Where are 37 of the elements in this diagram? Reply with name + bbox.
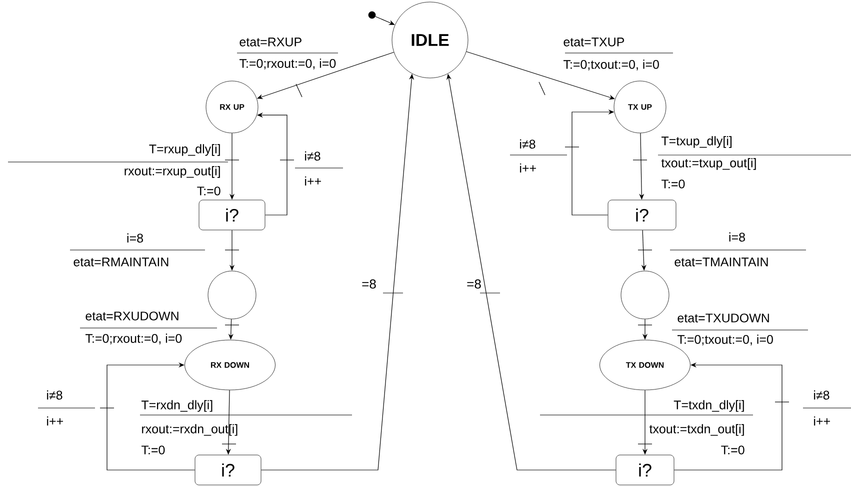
transition-label: etat=RXUDOWN — [86, 312, 178, 320]
transition-label: T:=0;rxout:=0, i=0 — [240, 58, 336, 70]
transition-label: txout:=txup_out[i] — [661, 158, 756, 170]
transition-label: txout:=txdn_out[i] — [649, 424, 744, 436]
decision-box: i? — [198, 200, 266, 230]
transition-label: i≠8 — [814, 390, 830, 400]
transition-label: T=txup_dly[i] — [661, 136, 732, 148]
transition-label: i≠8 — [520, 139, 536, 149]
transition-label: i++ — [520, 163, 536, 173]
transition-label: T=rxdn_dly[i] — [142, 400, 212, 412]
edge-label: =8 — [360, 278, 378, 290]
transition-label: i++ — [814, 416, 830, 426]
edge-label: =8 — [466, 278, 482, 290]
transition-label: i≠8 — [305, 151, 320, 161]
transition-label: i++ — [305, 176, 321, 186]
transition-label: T:=0 — [721, 446, 744, 454]
transition-label: i=8 — [729, 232, 745, 242]
transition-label: T:=0;rxout:=0, i=0 — [86, 334, 182, 344]
state-circle — [620, 270, 670, 320]
transition-label: rxout:=rxup_out[i] — [124, 166, 220, 178]
transition-label: i++ — [47, 416, 63, 426]
state-circle — [208, 270, 256, 320]
decision-box: i? — [608, 200, 676, 230]
transition-label: T:=0 — [142, 446, 165, 454]
transition-label: etat=RMAINTAIN — [74, 258, 168, 266]
decision-box: i? — [616, 454, 674, 486]
transition-label: etat=TXUP — [564, 38, 624, 46]
transition-label: i=8 — [127, 233, 143, 243]
initial-dot — [368, 11, 376, 19]
decision-box: i? — [194, 454, 262, 486]
transition-label: etat=RXUP — [240, 38, 302, 46]
transition-label: T=txdn_dly[i] — [674, 400, 744, 412]
transition-label: T:=0;txout:=0, i=0 — [563, 60, 659, 70]
transition-label: i≠8 — [47, 390, 62, 400]
transition-label: etat=TXUDOWN — [678, 314, 769, 322]
arrow — [106, 362, 196, 470]
transition-label: T=rxup_dly[i] — [149, 144, 220, 156]
